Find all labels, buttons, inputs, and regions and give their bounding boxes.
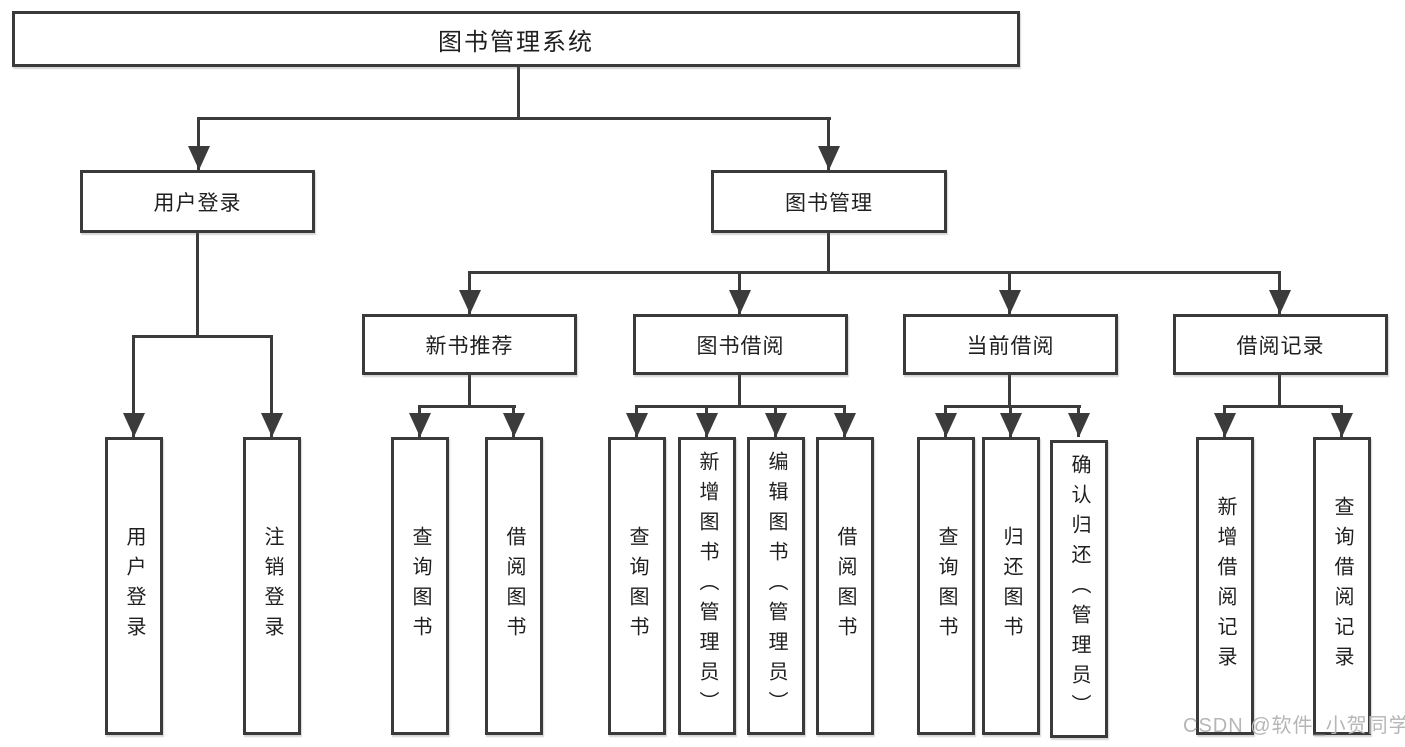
arrow-down-icon <box>935 413 957 437</box>
node-user-login-label: 用户登录 <box>153 191 242 215</box>
arrow-down-icon <box>123 413 145 437</box>
arrow-down-icon <box>188 146 210 170</box>
connector-line <box>1008 375 1011 408</box>
arrow-down-icon <box>503 413 525 437</box>
arrow-down-icon <box>834 413 856 437</box>
leaf-logout: 注销登录 <box>243 437 301 735</box>
connector-line <box>468 375 471 408</box>
leaf-user-login: 用户登录 <box>105 437 163 735</box>
node-current-borrowing-label: 当前借阅 <box>966 334 1055 358</box>
leaf-add-book-admin-label: 新增图书（管理员） <box>696 451 718 721</box>
leaf-query-books-borrow-label: 查询图书 <box>626 526 648 646</box>
leaf-user-login-label: 用户登录 <box>123 526 145 646</box>
node-new-book-recommend-label: 新书推荐 <box>425 334 514 358</box>
arrow-down-icon <box>409 413 431 437</box>
leaf-query-borrow-record-label: 查询借阅记录 <box>1331 496 1353 676</box>
arrow-down-icon <box>1068 413 1090 437</box>
connector-line <box>738 375 741 408</box>
connector-line <box>827 233 830 274</box>
connector-line <box>468 271 1281 274</box>
connector-line <box>517 66 520 118</box>
arrow-down-icon <box>626 413 648 437</box>
node-new-book-recommend: 新书推荐 <box>362 314 577 375</box>
connector-line <box>132 335 273 338</box>
connector-line <box>1223 405 1343 408</box>
leaf-borrow-books-recommend-label: 借阅图书 <box>503 526 525 646</box>
node-book-management-label: 图书管理 <box>785 191 873 215</box>
leaf-add-borrow-record: 新增借阅记录 <box>1196 437 1254 735</box>
connector-line <box>270 335 273 437</box>
arrow-down-icon <box>459 290 481 314</box>
leaf-edit-book-admin: 编辑图书（管理员） <box>747 437 805 735</box>
connector-line <box>418 405 516 408</box>
arrow-down-icon <box>999 290 1021 314</box>
connector-line <box>827 117 830 170</box>
arrow-down-icon <box>818 146 840 170</box>
connector-line <box>132 335 135 437</box>
connector-line <box>196 233 199 338</box>
node-book-management: 图书管理 <box>711 170 947 233</box>
connector-line <box>944 405 1081 408</box>
node-current-borrowing: 当前借阅 <box>903 314 1118 375</box>
arrow-down-icon <box>1000 413 1022 437</box>
arrow-down-icon <box>729 290 751 314</box>
leaf-add-borrow-record-label: 新增借阅记录 <box>1214 496 1236 676</box>
node-library-system-label: 图书管理系统 <box>438 28 594 56</box>
leaf-borrow-books-recommend: 借阅图书 <box>485 437 543 735</box>
arrow-down-icon <box>1331 413 1353 437</box>
arrow-down-icon <box>1214 413 1236 437</box>
leaf-confirm-return-admin-label: 确认归还（管理员） <box>1068 454 1090 724</box>
node-borrowing-records: 借阅记录 <box>1173 314 1388 375</box>
node-borrowing-records-label: 借阅记录 <box>1236 334 1325 358</box>
arrow-down-icon <box>1269 290 1291 314</box>
leaf-borrow-books: 借阅图书 <box>816 437 874 735</box>
node-book-borrowing-label: 图书借阅 <box>696 334 785 358</box>
leaf-query-books-recommend: 查询图书 <box>391 437 449 735</box>
connector-line <box>635 405 846 408</box>
leaf-return-books: 归还图书 <box>982 437 1040 735</box>
arrow-down-icon <box>765 413 787 437</box>
leaf-confirm-return-admin: 确认归还（管理员） <box>1050 440 1108 738</box>
leaf-query-books-current: 查询图书 <box>917 437 975 735</box>
leaf-add-book-admin: 新增图书（管理员） <box>678 437 736 735</box>
arrow-down-icon <box>261 413 283 437</box>
leaf-query-books-current-label: 查询图书 <box>935 526 957 646</box>
node-library-system: 图书管理系统 <box>12 11 1020 67</box>
node-book-borrowing: 图书借阅 <box>633 314 848 375</box>
leaf-return-books-label: 归还图书 <box>1000 526 1022 646</box>
arrow-down-icon <box>696 413 718 437</box>
connector-line <box>197 117 831 120</box>
node-user-login: 用户登录 <box>80 170 315 233</box>
connector-line <box>197 117 200 170</box>
connector-line <box>1278 375 1281 408</box>
leaf-edit-book-admin-label: 编辑图书（管理员） <box>765 451 787 721</box>
leaf-query-books-borrow: 查询图书 <box>608 437 666 735</box>
leaf-query-books-recommend-label: 查询图书 <box>409 526 431 646</box>
leaf-logout-label: 注销登录 <box>261 526 283 646</box>
watermark: CSDN @软件_小贺同学 <box>1183 715 1405 737</box>
leaf-query-borrow-record: 查询借阅记录 <box>1313 437 1371 735</box>
leaf-borrow-books-label: 借阅图书 <box>834 526 856 646</box>
